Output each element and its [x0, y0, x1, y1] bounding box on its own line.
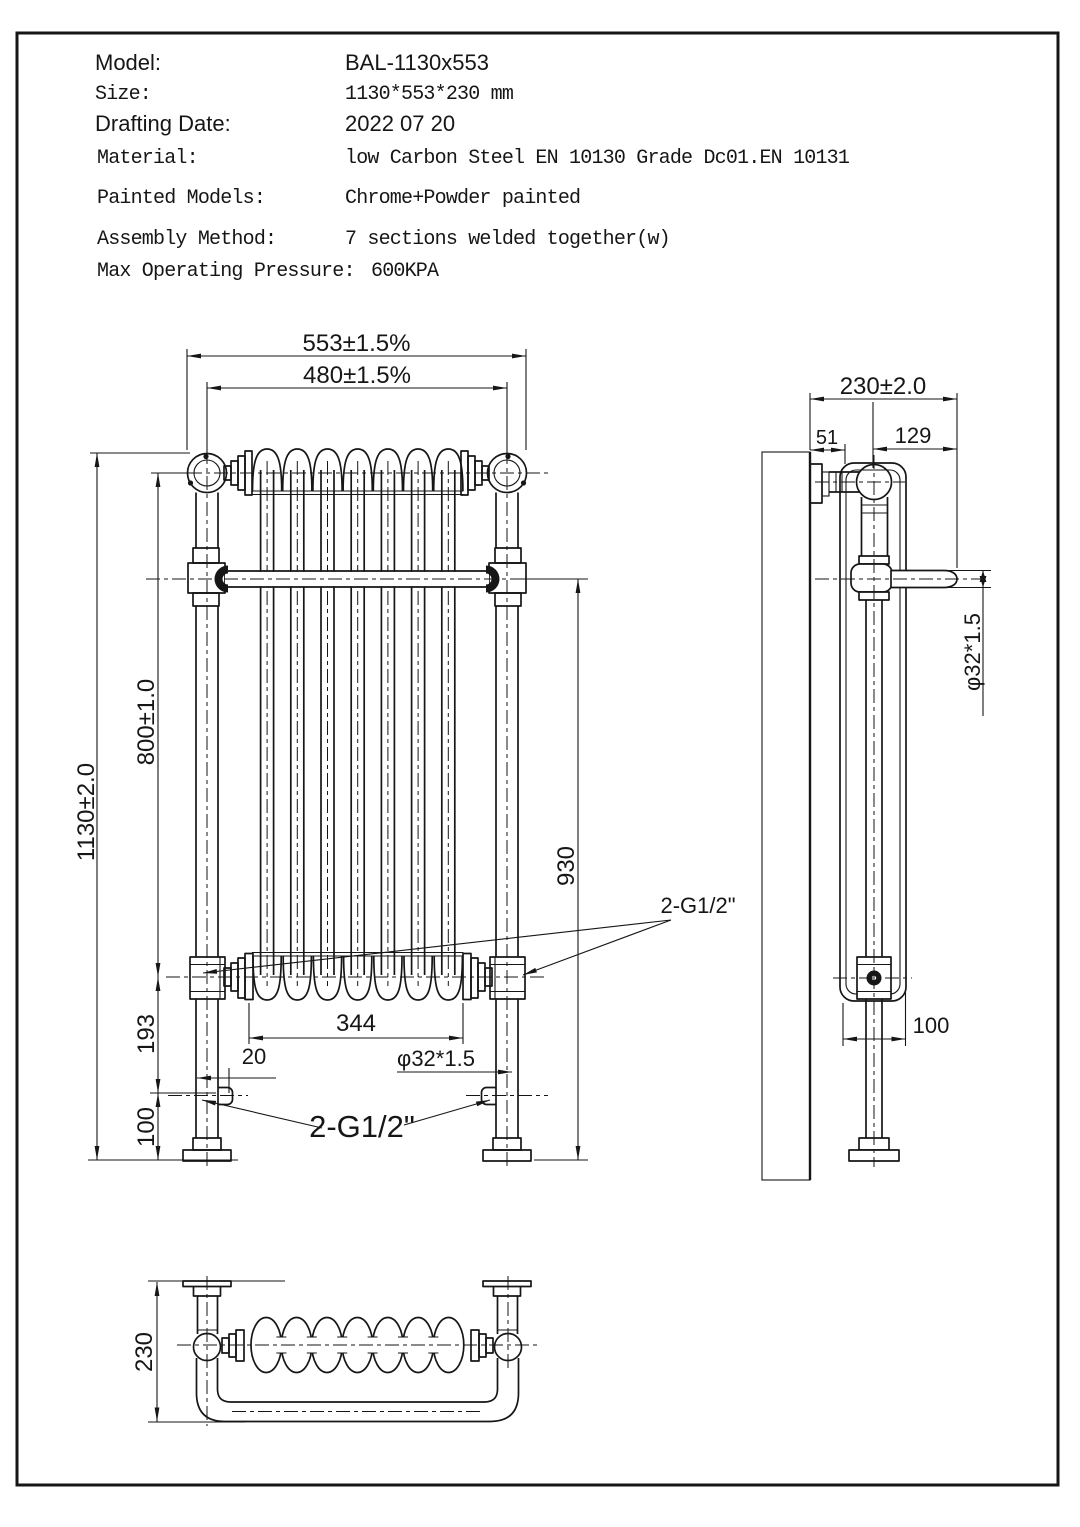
- dim-rail-centre: 129: [895, 423, 932, 448]
- date-value: 2022 07 20: [345, 111, 455, 136]
- plan-pipes: [182, 1280, 532, 1334]
- dim-overall-width: 553±1.5%: [303, 330, 411, 357]
- front-centerlines: [146, 450, 582, 1167]
- left-pipe: [195, 492, 219, 1138]
- size-label: Size:: [95, 83, 151, 106]
- dim-overall-depth: 230±2.0: [840, 373, 927, 400]
- sheet-border: [15, 31, 1060, 1487]
- assembly-label: Assembly Method:: [97, 228, 276, 251]
- column-centerlines: [266, 461, 449, 986]
- painted-label: Painted Models:: [97, 187, 265, 210]
- dim-tube-front: φ32*1.5: [397, 1046, 475, 1071]
- rail-loop-inner: [216, 1358, 499, 1403]
- label-connections-bottom: 2-G1/2": [309, 1109, 415, 1144]
- right-pipe: [495, 492, 519, 1138]
- size-value: 1130*553*230 mm: [345, 83, 513, 106]
- plan-view: 230: [131, 1276, 537, 1426]
- dim-drain-offset: 20: [242, 1044, 266, 1069]
- column-tubes: [259, 470, 456, 975]
- dim-pipe-centres: 480±1.5%: [303, 362, 411, 389]
- material-value: low Carbon Steel EN 10130 Grade Dc01.EN …: [345, 147, 850, 170]
- rail-loop-outer: [195, 1358, 520, 1423]
- side-pipe-middle: [865, 600, 883, 957]
- plan-centerlines: [177, 1276, 537, 1426]
- dim-core-width: 344: [336, 1010, 376, 1037]
- title-block: Model: BAL-1130x553 Size: 1130*553*230 m…: [95, 50, 851, 283]
- dim-depth-plan: 230: [131, 1332, 158, 1372]
- rail-bend-left: [214, 565, 228, 593]
- dim-overall-height: 1130±2.0: [73, 763, 100, 861]
- side-view: 230±2.0 51 129 φ32*1.5 100: [761, 373, 991, 1181]
- plan-dimensions: 230: [131, 1280, 285, 1423]
- model-label: Model:: [95, 50, 161, 75]
- radiator-top-domes: [251, 448, 464, 492]
- rail-hub-side: [850, 555, 893, 601]
- dim-rail-to-floor: 930: [553, 846, 580, 886]
- dim-tube-side: φ32*1.5: [960, 613, 985, 691]
- side-pipe-lower: [865, 999, 883, 1138]
- assembly-value: 7 sections welded together(w): [345, 228, 670, 251]
- radiator-depth-outline: [839, 462, 907, 1002]
- side-pipe-upper: [860, 497, 889, 562]
- dim-valve-to-drain: 193: [133, 1014, 160, 1054]
- radiator-bottom-bulbs: [252, 955, 464, 1001]
- painted-value: Chrome+Powder painted: [345, 187, 580, 210]
- date-label: Drafting Date:: [95, 111, 231, 136]
- pressure-label: Max Operating Pressure:: [97, 260, 355, 283]
- towel-rail-front: [187, 547, 527, 607]
- front-dimensions: 553±1.5% 480±1.5% 1130±2.0 800±1.0 930 1…: [73, 330, 736, 1161]
- dim-radiator-height: 800±1.0: [133, 679, 160, 766]
- front-view: 553±1.5% 480±1.5% 1130±2.0 800±1.0 930 1…: [73, 330, 736, 1167]
- material-label: Material:: [97, 147, 198, 170]
- model-value: BAL-1130x553: [345, 50, 489, 75]
- dim-drain-to-floor: 100: [133, 1107, 160, 1147]
- dim-wall-to-foot: 100: [913, 1013, 950, 1038]
- pressure-value: 600KPA: [371, 260, 439, 283]
- brick-wall: [761, 451, 811, 1181]
- radiator-depth-inner: [845, 469, 901, 995]
- side-centerlines: [815, 455, 988, 1167]
- label-connections-top: 2-G1/2": [660, 893, 735, 918]
- side-dimensions: 230±2.0 51 129 φ32*1.5 100: [809, 373, 991, 1046]
- dim-wall-clearance: 51: [816, 427, 838, 449]
